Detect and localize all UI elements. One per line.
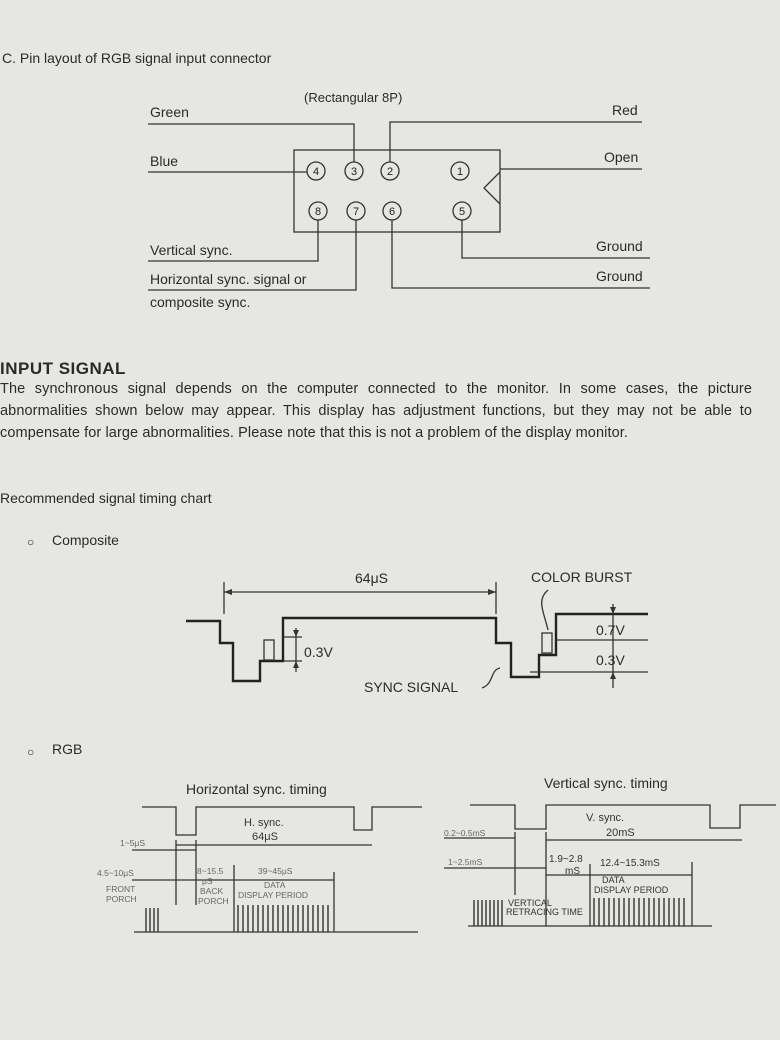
voltage-0-7v: 0.7V [596, 622, 625, 638]
front-porch-label-2: PORCH [106, 894, 137, 904]
voltage-0-3v: 0.3V [304, 644, 333, 660]
pin-number: 7 [353, 206, 359, 218]
wire-ground-1 [461, 220, 650, 259]
pin-number: 3 [351, 166, 357, 178]
v-sync-label: V. sync. [586, 812, 624, 824]
composite-period: 64μS [355, 570, 388, 586]
label-blue: Blue [150, 153, 179, 169]
color-burst-label: COLOR BURST [531, 569, 633, 585]
label-horizontal-sync: Horizontal sync. signal or [150, 271, 307, 287]
back-porch-label-2: PORCH [198, 896, 229, 906]
pin-number: 2 [387, 166, 393, 178]
color-burst-leader [541, 589, 549, 631]
color-burst-box [541, 632, 553, 654]
voltage-0-3v-right: 0.3V [596, 652, 625, 668]
bullet-icon: ○ [27, 535, 35, 549]
pin-number: 4 [313, 166, 319, 178]
pin-number: 8 [315, 206, 321, 218]
connector-key [483, 171, 501, 205]
wire-red [389, 121, 642, 162]
composite-label: Composite [52, 532, 119, 548]
connector-body [293, 149, 501, 233]
connector-type-label: (Rectangular 8P) [304, 90, 403, 105]
front-porch-hatch [145, 908, 159, 932]
front-porch-label: FRONT [106, 884, 135, 894]
pin-number: 6 [389, 206, 395, 218]
h-data-duration: 39~45μS [258, 866, 293, 876]
label-ground-2: Ground [596, 268, 643, 284]
composite-signal-line [186, 612, 648, 683]
label-green: Green [150, 104, 189, 120]
v-period-label: 20mS [606, 827, 635, 839]
section-c-title: C. Pin layout of RGB signal input connec… [2, 50, 272, 66]
color-burst-box [263, 639, 275, 661]
v-sync-duration: 0.2~0.5mS [444, 828, 486, 838]
v-data-label: DATA [602, 875, 625, 885]
wire-horizontal-sync [148, 220, 357, 291]
rgb-label: RGB [52, 741, 83, 757]
h-data-label-2: DISPLAY PERIOD [238, 890, 308, 900]
h-sync-waveform [142, 806, 422, 836]
front-porch-duration: 4.5~10μS [97, 868, 134, 878]
v-data-duration: 12.4~15.3mS [600, 858, 660, 869]
h-data-label: DATA [264, 880, 286, 890]
pin-4 [306, 161, 326, 181]
retrace-label-2: RETRACING TIME [506, 907, 583, 917]
data-period-hatch [237, 905, 329, 932]
vertical-timing-title: Vertical sync. timing [544, 775, 668, 791]
label-ground-1: Ground [596, 238, 643, 254]
back-porch-label: BACK [200, 886, 223, 896]
label-red: Red [612, 102, 638, 118]
wire-green [148, 123, 355, 162]
label-vertical-sync: Vertical sync. [150, 242, 233, 258]
pin-1 [450, 161, 470, 181]
timing-chart-title: Recommended signal timing chart [0, 490, 212, 506]
back-porch-duration: 8~15.5 [197, 866, 224, 876]
v-front-duration: 1~2.5mS [448, 857, 483, 867]
h-period-label: 64μS [252, 831, 278, 843]
sync-signal-label: SYNC SIGNAL [364, 679, 459, 695]
wire-ground-2 [391, 220, 650, 289]
retrace-label: VERTICAL [508, 898, 552, 908]
v-data-period-hatch [593, 898, 685, 926]
h-sync-label: H. sync. [244, 817, 284, 829]
retrace-duration-unit: mS [565, 866, 580, 877]
input-signal-paragraph: The synchronous signal depends on the co… [0, 381, 752, 441]
h-sync-duration: 1~5μS [120, 838, 145, 848]
pin-number: 5 [459, 206, 465, 218]
v-sync-waveform [470, 804, 776, 830]
horizontal-timing-title: Horizontal sync. timing [186, 781, 327, 797]
wire-vertical-sync [148, 220, 319, 262]
sync-signal-leader [481, 667, 501, 689]
v-data-label-2: DISPLAY PERIOD [594, 885, 669, 895]
label-open: Open [604, 149, 639, 165]
back-porch-duration-unit: μS [202, 876, 213, 886]
label-composite-sync: composite sync. [150, 294, 251, 310]
input-signal-heading: INPUT SIGNAL [0, 359, 126, 378]
pin-number: 1 [457, 166, 463, 178]
retrace-duration: 1.9~2.8 [549, 854, 583, 865]
retrace-hatch [473, 900, 503, 926]
bullet-icon: ○ [27, 745, 35, 759]
